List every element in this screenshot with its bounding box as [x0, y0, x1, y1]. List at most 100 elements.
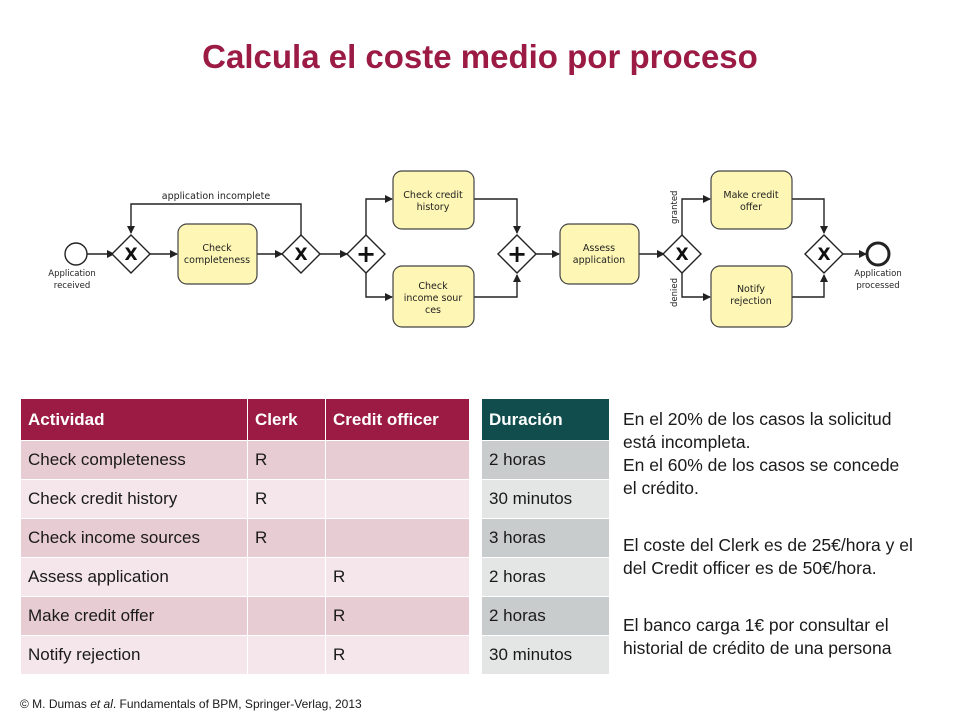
table-row: Check credit history R — [20, 479, 470, 519]
raci-header-credit-officer: Credit officer — [325, 398, 470, 441]
note-line: el crédito. — [623, 478, 699, 498]
xor-gateway-symbol: X — [817, 245, 830, 265]
raci-table: Actividad Clerk Credit officer Check com… — [20, 398, 470, 675]
and-gateway-join — [497, 234, 537, 274]
table-row: Check completeness R — [20, 440, 470, 480]
task-label: Assess — [583, 243, 615, 254]
task-label: Check — [202, 243, 232, 254]
raci-cell: R — [325, 635, 470, 675]
raci-cell: R — [247, 479, 326, 519]
task-label: history — [417, 202, 450, 213]
table-row: 30 minutos — [481, 479, 610, 519]
granted-flow-label: granted — [670, 191, 680, 224]
raci-cell: Notify rejection — [20, 635, 248, 675]
footer-suffix: . Fundamentals of BPM, Springer-Verlag, … — [112, 697, 362, 711]
task-assess-application — [559, 223, 640, 285]
footer-et-al: et al — [90, 697, 113, 711]
start-event — [64, 242, 88, 266]
xor-gateway-completeness — [281, 234, 321, 274]
and-gateway-split — [346, 234, 386, 274]
table-row: 2 horas — [481, 440, 610, 480]
raci-cell: R — [247, 440, 326, 480]
table-row: Notify rejection R — [20, 635, 470, 675]
raci-cell: Check income sources — [20, 518, 248, 558]
task-label: completeness — [184, 255, 250, 266]
footer-citation: © M. Dumas et al. Fundamentals of BPM, S… — [20, 697, 362, 711]
task-label: Check — [418, 281, 448, 292]
duration-cell: 30 minutos — [481, 635, 610, 675]
xor-gateway-merge — [804, 234, 844, 274]
duration-header: Duración — [481, 398, 610, 441]
denied-flow-label: denied — [670, 278, 680, 307]
raci-cell: Assess application — [20, 557, 248, 597]
note-line: del Credit officer es de 50€/hora. — [623, 558, 877, 578]
duration-cell: 2 horas — [481, 596, 610, 636]
task-make-credit-offer — [710, 170, 793, 230]
duration-header-row: Duración — [481, 398, 610, 441]
table-row: Assess application R — [20, 557, 470, 597]
task-label: offer — [740, 202, 762, 213]
raci-header-row: Actividad Clerk Credit officer — [20, 398, 470, 441]
duration-table: Duración 2 horas 30 minutos 3 horas 2 ho… — [481, 398, 610, 675]
task-label: Make credit — [723, 190, 778, 201]
table-row: Make credit offer R — [20, 596, 470, 636]
task-label: Check credit — [403, 190, 463, 201]
task-check-income-sources — [392, 265, 475, 328]
end-event-label-2: processed — [856, 281, 899, 291]
duration-cell: 30 minutos — [481, 479, 610, 519]
raci-cell — [247, 557, 326, 597]
table-row: 2 horas — [481, 596, 610, 636]
raci-cell: Check credit history — [20, 479, 248, 519]
task-check-credit-history — [392, 170, 475, 230]
start-event-label-2: received — [54, 281, 90, 291]
task-label: rejection — [730, 296, 771, 307]
note-line: historial de crédito de una persona — [623, 638, 892, 658]
note-costs: El coste del Clerk es de 25€/hora y el d… — [623, 534, 960, 580]
raci-cell: Make credit offer — [20, 596, 248, 636]
raci-cell: Check completeness — [20, 440, 248, 480]
note-line: En el 60% de los casos se concede — [623, 455, 900, 475]
raci-cell — [325, 440, 470, 480]
task-label: ces — [425, 305, 441, 316]
raci-cell — [325, 518, 470, 558]
task-label: Notify — [737, 284, 765, 295]
xor-gateway-symbol: X — [294, 245, 307, 265]
raci-cell: R — [247, 518, 326, 558]
note-percentages: En el 20% de los casos la solicitud está… — [623, 408, 960, 500]
table-row: 2 horas — [481, 557, 610, 597]
task-notify-rejection — [710, 265, 793, 328]
note-line: El coste del Clerk es de 25€/hora y el — [623, 535, 913, 555]
xor-gateway-symbol: X — [675, 245, 688, 265]
task-check-completeness — [177, 223, 258, 285]
end-event — [865, 241, 891, 267]
start-event-label-1: Application — [48, 269, 96, 279]
raci-cell: R — [325, 557, 470, 597]
duration-cell: 2 horas — [481, 557, 610, 597]
loop-flow-label: application incomplete — [162, 191, 271, 202]
page-title: Calcula el coste medio por proceso — [202, 38, 758, 75]
duration-cell: 2 horas — [481, 440, 610, 480]
xor-gateway-split-loop — [111, 234, 151, 274]
raci-cell — [247, 596, 326, 636]
xor-gateway-decision — [662, 234, 702, 274]
bpmn-process-diagram: Application received Application process… — [48, 170, 902, 328]
duration-cell: 3 horas — [481, 518, 610, 558]
and-gateway-symbol: + — [507, 240, 527, 268]
raci-cell: R — [325, 596, 470, 636]
end-event-label-1: Application — [854, 269, 902, 279]
task-label: application — [573, 255, 625, 266]
note-line: El banco carga 1€ por consultar el — [623, 615, 889, 635]
raci-cell — [325, 479, 470, 519]
raci-header-clerk: Clerk — [247, 398, 326, 441]
footer-prefix: © M. Dumas — [20, 697, 91, 711]
table-row: 30 minutos — [481, 635, 610, 675]
sequence-flows — [87, 195, 867, 301]
raci-cell — [247, 635, 326, 675]
and-gateway-symbol: + — [356, 240, 376, 268]
note-line: En el 20% de los casos la solicitud — [623, 409, 892, 429]
xor-gateway-symbol: X — [124, 245, 137, 265]
raci-header-actividad: Actividad — [20, 398, 248, 441]
task-label: income sour — [404, 293, 463, 304]
table-row: 3 horas — [481, 518, 610, 558]
note-line: está incompleta. — [623, 432, 751, 452]
